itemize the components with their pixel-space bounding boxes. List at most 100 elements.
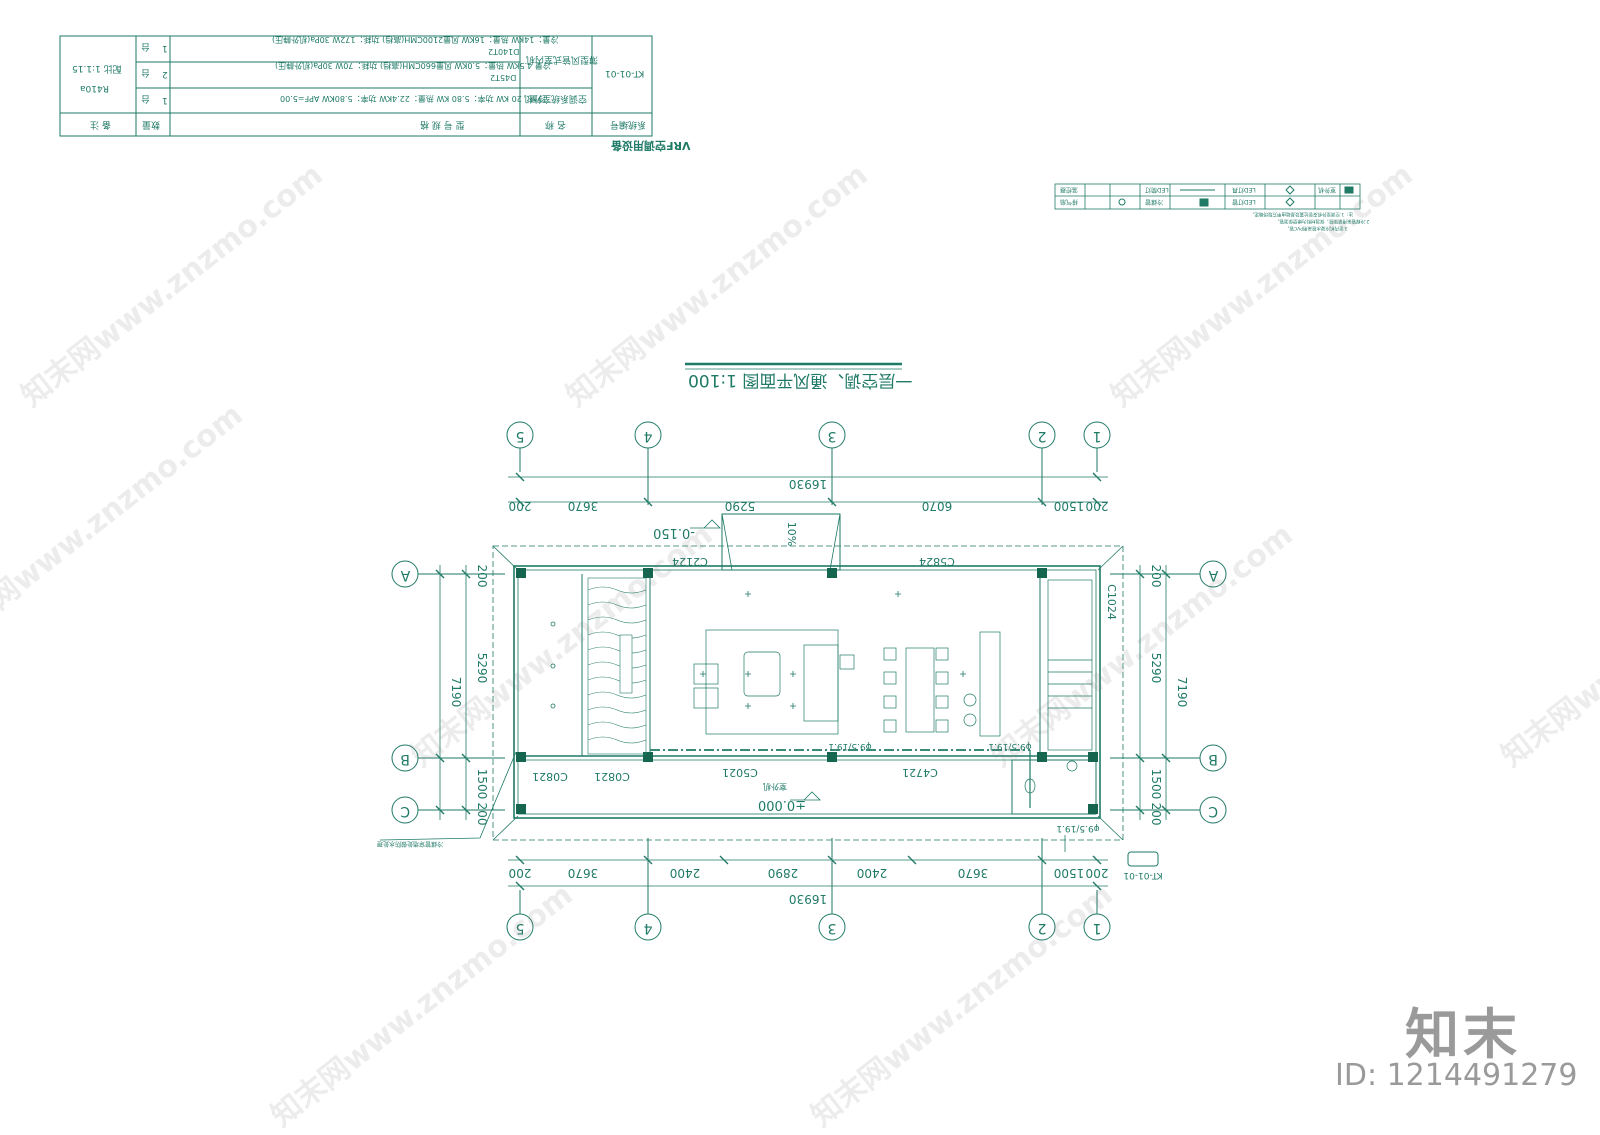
row1-unit: 台 <box>141 93 150 105</box>
dim-top-1: 200 <box>509 499 532 513</box>
table-caption: VRF空调用设备 <box>610 139 690 153</box>
brand-logo: 知末 <box>1405 1003 1521 1066</box>
feature-wall-texture <box>587 577 647 755</box>
dim-bottom-4: 2890 <box>768 866 799 880</box>
outdoor-unit <box>1127 851 1159 867</box>
stair <box>1047 579 1093 751</box>
axis-col-1-bottom: 1 <box>1093 920 1102 936</box>
legend-text: 室外机 LED灯管 LED灯具 冷媒管 LED筒灯 排气扇 温控器 注：1.空调… <box>1060 186 1369 232</box>
row3-unit: 台 <box>141 41 150 53</box>
pipe-label-1: φ9.5/19.1 <box>828 741 871 751</box>
legend-label-1: 室外机 <box>1318 186 1336 194</box>
dim-left-4: 200 <box>475 803 489 826</box>
legend-symbols <box>1118 185 1354 207</box>
dim-top-2: 3670 <box>568 499 599 513</box>
row3-qty: 1 <box>162 43 168 53</box>
dimension-text: 16930 200 3670 5290 6070 1500 200 200 36… <box>509 477 1109 906</box>
level-inner: ±0.000 <box>758 797 806 812</box>
counter <box>979 631 1001 737</box>
outdoor-unit-label: KT-01-01 <box>1123 870 1162 880</box>
row-axis-labels: A B C A B C <box>400 567 1218 819</box>
dim-top-5: 1500 <box>1054 499 1085 513</box>
legend-note-3: 3.室内机冷凝水管采用PVC管。 <box>1285 225 1348 232</box>
legend-symbol-round <box>1118 198 1126 206</box>
dim-bottom-6: 3670 <box>958 866 989 880</box>
row1-model: 冷量：20 KW 功率：5.80 KW 热量：22.4KW 功率：5.80KW … <box>280 94 546 104</box>
window-label-c5021: C5021 <box>722 766 758 779</box>
dim-bottom-1: 200 <box>509 866 532 880</box>
window-label-c5824: C5824 <box>919 555 955 568</box>
outer-terrace <box>492 545 1124 841</box>
pipe-label-2: φ9.5/19.1 <box>988 741 1031 751</box>
outer-wall <box>513 565 1101 819</box>
plan-title: 一层空调、通风平面图 1:100 <box>688 370 912 390</box>
legend-label-6: 排气扇 <box>1060 198 1078 206</box>
dimension-ticks <box>435 472 1171 891</box>
row-axes <box>391 560 1227 824</box>
ceiling-diffusers <box>550 591 966 709</box>
armchair-2 <box>693 687 719 709</box>
dim-bottom-3: 2400 <box>670 866 701 880</box>
dim-bottom-8: 200 <box>1086 866 1109 880</box>
equipment-table <box>59 35 653 137</box>
refrigerant-pipe <box>379 749 1159 867</box>
window-label-c2124: C2124 <box>672 555 708 568</box>
column-axes <box>506 421 1111 941</box>
level-markers <box>690 519 821 801</box>
dimension-lines <box>435 472 1171 891</box>
legend-note-1: 注：1.空调室外机安装位置及基础由甲方现场确定。 <box>1250 211 1353 218</box>
legend-symbol-fan-coil <box>1344 186 1354 194</box>
axis-col-2-bottom: 2 <box>1038 920 1047 936</box>
axis-row-c-left: C <box>400 803 410 819</box>
dim-left-3: 1500 <box>475 769 489 800</box>
furniture <box>693 579 1093 794</box>
sofa <box>803 644 839 722</box>
header-qty: 数量 <box>142 119 160 131</box>
legend-label-3: LED灯具 <box>1232 186 1256 194</box>
dim-right-2: 5290 <box>1149 653 1163 684</box>
legend-label-7: 温控器 <box>1060 186 1078 194</box>
building-outline <box>492 513 1124 841</box>
room-note: 室外机 <box>763 782 787 792</box>
axis-col-3-bottom: 3 <box>828 920 837 936</box>
remark-line-2: 配比 1:1.15 <box>72 63 122 75</box>
legend-label-5: LED筒灯 <box>1145 186 1169 194</box>
axis-row-a-left: A <box>400 567 410 583</box>
axis-col-2-top: 2 <box>1038 428 1047 444</box>
dim-bottom-5: 2400 <box>857 866 888 880</box>
left-pipe-note: 冷媒管穿墙处做防水处理 <box>377 840 443 848</box>
dim-bottom-total: 16930 <box>789 892 827 906</box>
image-id-label: ID: 1214491279 <box>1335 1058 1578 1093</box>
window-label-c1024: C1024 <box>1105 584 1118 620</box>
dim-left-total: 7190 <box>449 677 463 708</box>
axis-col-5-bottom: 5 <box>516 920 525 936</box>
dim-top-6: 200 <box>1086 499 1109 513</box>
legend-table <box>1054 183 1361 210</box>
row2-unit: 台 <box>141 67 150 79</box>
legend-label-2: LED灯管 <box>1232 198 1256 206</box>
row3-model: 冷量：14KW 热量：16KW 风量2100CMH(高档) 功耗：172W 30… <box>272 35 558 45</box>
sink <box>1066 760 1078 772</box>
legend-label-4: 冷媒管 <box>1145 198 1163 206</box>
axis-col-3-top: 3 <box>828 428 837 444</box>
structural-columns <box>516 568 1098 814</box>
dim-left-1: 200 <box>475 565 489 588</box>
window-label-c0821-a: C0821 <box>532 770 568 783</box>
axis-row-c-right: C <box>1208 803 1218 819</box>
level-outer: -0.150 <box>653 525 695 540</box>
dim-bottom-2: 3670 <box>568 866 599 880</box>
legend-note-2: 2.冷媒管采用紫铜管，保温材料为橡塑保温管。 <box>1275 218 1369 225</box>
header-remark: 备 注 <box>90 119 111 131</box>
axis-row-a-right: A <box>1208 567 1218 583</box>
dim-right-4: 200 <box>1149 803 1163 826</box>
axis-row-b-right: B <box>1208 751 1218 767</box>
dim-right-total: 7190 <box>1175 677 1189 708</box>
remark-line-1: R410a <box>80 83 109 93</box>
dim-top-3: 5290 <box>725 499 756 513</box>
system-code: KT-01-01 <box>605 68 644 78</box>
slope-label: 10% <box>785 522 798 546</box>
axis-row-b-left: B <box>400 751 410 767</box>
legend-symbol-diffuser-2 <box>1285 197 1295 207</box>
dim-top-total: 16930 <box>789 477 827 491</box>
